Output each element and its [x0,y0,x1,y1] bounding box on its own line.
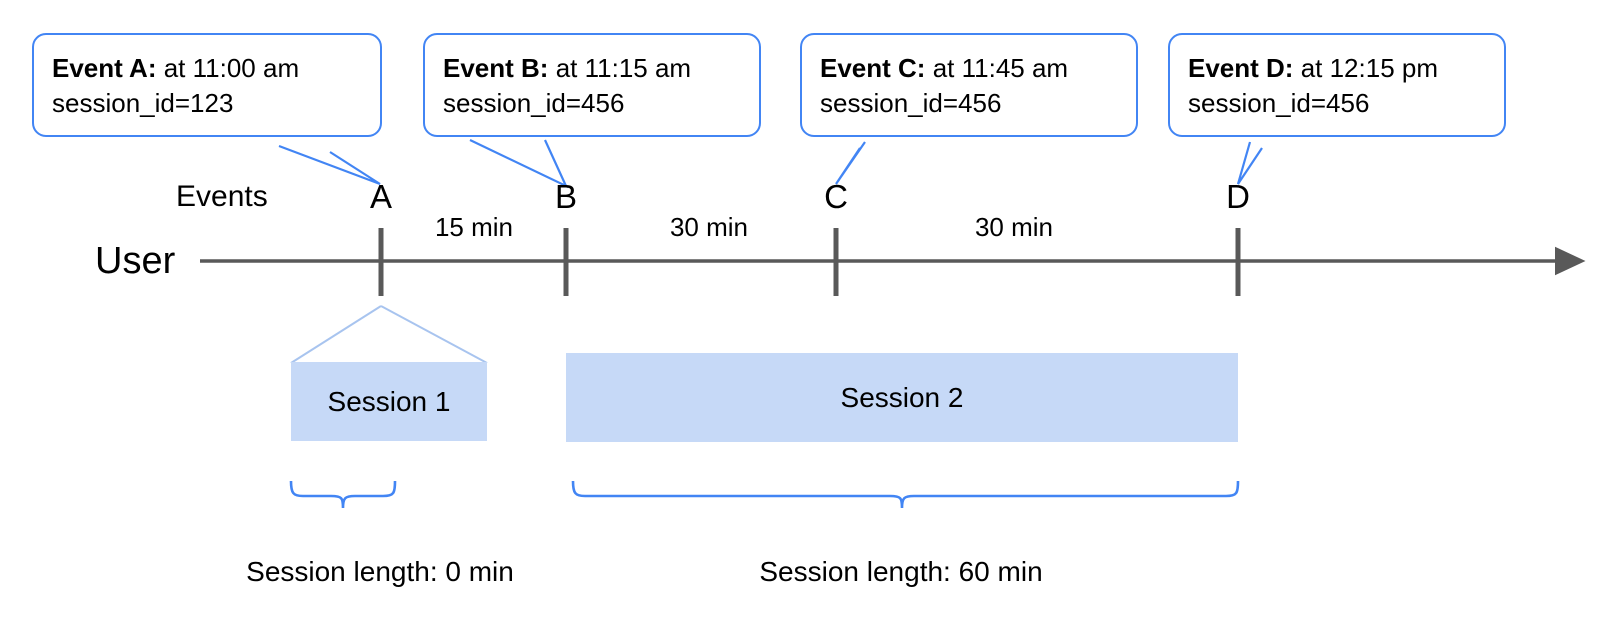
session1-connector-left [290,305,382,364]
callout-d-line2: session_id=456 [1188,87,1370,118]
session2-brace [571,480,1240,509]
callout-event-b[interactable]: Event B: at 11:15 am session_id=456 [423,33,761,137]
callout-a-bold: Event A: [52,53,157,83]
event-letter-a: A [369,178,393,215]
session-bar-2-label: Session 2 [840,381,964,413]
event-letter-c: C [824,178,848,215]
session1-brace [289,480,397,509]
session-bar-1-label: Session 1 [327,385,451,417]
callout-b-rest: at 11:15 am [548,53,692,83]
callout-b-bold: Event B: [443,53,549,83]
session1-connector-right [380,305,488,364]
callout-event-d[interactable]: Event D: at 12:15 pm session_id=456 [1168,33,1506,137]
callout-b-line1: Event B: at 11:15 am [443,51,741,86]
session-bar-1[interactable]: Session 1 [291,362,487,441]
user-row-label: User [95,240,176,282]
callout-tails [278,139,1263,189]
callout-d-rest: at 12:15 pm [1293,53,1439,83]
callout-event-c[interactable]: Event C: at 11:45 am session_id=456 [800,33,1138,137]
session-length-label-2: Session length: 60 min [759,556,1043,587]
callout-d-line1: Event D: at 12:15 pm [1188,51,1486,86]
event-letter-d: D [1226,178,1250,215]
callout-a-line2: session_id=123 [52,87,234,118]
gap-label-ab: 15 min [434,212,514,242]
callout-c-line1: Event C: at 11:45 am [820,51,1118,86]
callout-a-rest: at 11:00 am [156,53,300,83]
callout-tail-a [278,144,381,186]
event-letter-b: B [554,178,578,215]
callout-tail-b [469,139,569,189]
callout-c-bold: Event C: [820,53,926,83]
callout-c-line2: session_id=456 [820,87,1002,118]
gap-label-bc: 30 min [669,212,749,242]
session-length-label-1: Session length: 0 min [246,556,514,587]
callout-a-line1: Event A: at 11:00 am [52,51,362,86]
session-bar-2[interactable]: Session 2 [566,353,1238,442]
gap-label-cd: 30 min [974,212,1054,242]
callout-event-a[interactable]: Event A: at 11:00 am session_id=123 [32,33,382,137]
session1-connector [290,305,488,364]
events-row-label: Events [176,180,268,213]
callout-c-rest: at 11:45 am [925,53,1069,83]
callout-d-bold: Event D: [1188,53,1294,83]
callout-b-line2: session_id=456 [443,87,625,118]
